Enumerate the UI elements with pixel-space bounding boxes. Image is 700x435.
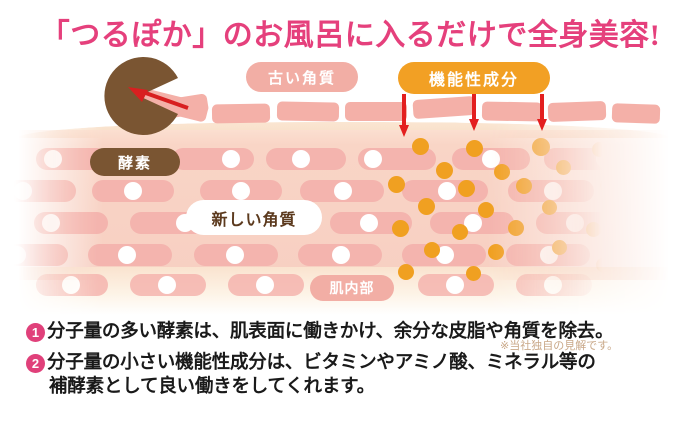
functional-ingredient-particle: [532, 138, 550, 156]
skin-cell-nucleus: [364, 150, 382, 168]
note-text: 分子量の小さい機能性成分は、ビタミンやアミノ酸、ミネラル等の 補酵素として良い働…: [47, 351, 596, 400]
label-functional-ingredient: 機能性成分: [398, 62, 550, 94]
skin-cell-nucleus: [158, 276, 176, 294]
skin-cell-nucleus: [360, 214, 378, 232]
skin-cell-nucleus: [118, 246, 136, 264]
note-number: 2: [26, 353, 45, 373]
functional-ingredient-particle: [488, 244, 504, 260]
note-line: 分子量の小さい機能性成分は、ビタミンやアミノ酸、ミネラル等の: [47, 352, 596, 373]
functional-ingredient-particle: [556, 160, 571, 175]
skin-cell-nucleus: [124, 182, 142, 200]
skin-cell-nucleus: [232, 182, 250, 200]
label-enzyme: 酵素: [90, 148, 180, 176]
skin-cell-nucleus: [566, 214, 584, 232]
functional-ingredient-particle: [478, 202, 494, 218]
page-title: 「つるぽか」のお風呂に入るだけで全身美容!: [39, 19, 661, 52]
functional-ingredient-particle: [418, 198, 435, 215]
functional-ingredient-particle: [452, 224, 468, 240]
list-item: 1 分子量の多い酵素は、肌表面に働きかけ、余分な皮脂や角質を除去。: [26, 320, 686, 345]
skin-cell-nucleus: [482, 150, 500, 168]
note-text: 分子量の多い酵素は、肌表面に働きかけ、余分な皮脂や角質を除去。: [47, 320, 614, 345]
functional-ingredient-particle: [552, 240, 567, 255]
functional-ingredient-particle: [436, 162, 453, 179]
disclaimer-text: ※当社独自の見解です。: [500, 340, 619, 352]
functional-ingredient-particle: [392, 220, 409, 237]
notes-list: 1 分子量の多い酵素は、肌表面に働きかけ、余分な皮脂や角質を除去。 2 分子量の…: [26, 320, 686, 406]
skin-cell-nucleus: [14, 182, 32, 200]
functional-ingredient-particle: [388, 176, 405, 193]
skin-cell-layer: [0, 52, 700, 314]
label-new-keratin: 新しい角質: [188, 202, 320, 233]
functional-ingredient-particle: [596, 258, 610, 272]
skin-cell-nucleus: [446, 276, 464, 294]
note-number: 1: [26, 323, 45, 342]
skin-cell: [612, 180, 672, 202]
skin-cell: [172, 148, 254, 170]
label-inner-skin: 肌内部: [310, 275, 394, 301]
skin-cell-nucleus: [226, 246, 244, 264]
skin-cell-nucleus: [438, 182, 456, 200]
old-keratin-flake: [345, 102, 407, 121]
skin-cell-nucleus: [62, 276, 80, 294]
functional-ingredient-particle: [412, 138, 429, 155]
skin-cell-nucleus: [544, 276, 562, 294]
functional-ingredient-particle: [466, 266, 481, 281]
skin-cell-nucleus: [334, 182, 352, 200]
skin-cell-nucleus: [256, 276, 274, 294]
arrow-down-icon: [399, 94, 409, 137]
skin-cell-nucleus: [222, 150, 240, 168]
skin-cell-nucleus: [332, 246, 350, 264]
skin-cross-section-diagram: 古い角質 機能性成分 酵素 新しい角質 肌内部 ※当社独自の見解です。: [0, 52, 700, 352]
skin-cell-nucleus: [464, 214, 482, 232]
functional-ingredient-particle: [466, 140, 483, 157]
skin-cell-nucleus: [42, 214, 60, 232]
functional-ingredient-particle: [600, 178, 615, 193]
functional-ingredient-particle: [586, 222, 601, 237]
functional-ingredient-particle: [458, 180, 475, 197]
functional-ingredient-particle: [508, 220, 524, 236]
arrow-left-icon: [128, 87, 189, 110]
functional-ingredient-particle: [542, 200, 557, 215]
note-line: 分子量の多い酵素は、肌表面に働きかけ、余分な皮脂や角質を除去。: [47, 322, 614, 342]
functional-ingredient-particle: [398, 264, 414, 280]
pacman-enzyme-icon: [104, 57, 178, 135]
skin-cell-nucleus: [436, 246, 454, 264]
functional-ingredient-particle: [424, 242, 440, 258]
functional-ingredient-particle: [494, 164, 510, 180]
skin-cell-nucleus: [44, 150, 62, 168]
skin-cell-nucleus: [8, 246, 26, 264]
functional-ingredient-particle: [516, 178, 532, 194]
skin-cell-nucleus: [544, 182, 562, 200]
list-item: 2 分子量の小さい機能性成分は、ビタミンやアミノ酸、ミネラル等の 補酵素として良…: [26, 351, 686, 400]
skin-cell-nucleus: [292, 150, 310, 168]
label-old-keratin: 古い角質: [246, 62, 358, 92]
functional-ingredient-particle: [592, 142, 607, 157]
arrow-down-icon: [537, 94, 547, 131]
note-line: 補酵素として良い働きをしてくれます。: [49, 377, 375, 398]
arrow-down-icon: [469, 94, 479, 131]
